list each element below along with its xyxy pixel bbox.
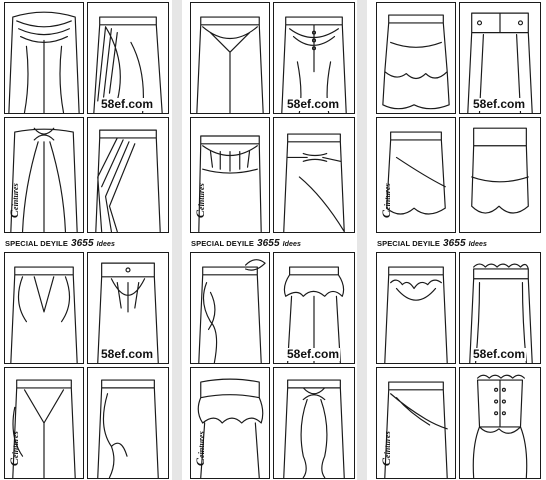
- watermark: 58ef.com: [100, 97, 155, 111]
- gutter: [357, 0, 367, 480]
- skirt-sketch-asym-wrap: 58ef.com: [87, 2, 169, 114]
- skirt-sketch-pleated-cascade: [87, 117, 169, 233]
- skirt-sketch-knot-wrap: [273, 117, 355, 233]
- skirt-sketch-draped-waist: [4, 2, 84, 114]
- skirt-sketch-ruffle-wrap: Ceintures: [376, 367, 456, 479]
- vertical-label: Ceintures: [193, 183, 207, 218]
- skirt-sketch-peplum-pencil: 58ef.com: [273, 252, 355, 364]
- watermark: 58ef.com: [286, 347, 341, 361]
- skirt-sketch-ruched-waist: Ceintures: [190, 117, 270, 233]
- skirt-sketch-bow-waist: Ceintures: [4, 117, 84, 233]
- skirt-sketch-ruffle-yoke: [376, 252, 456, 364]
- skirt-sketch-corset-ruffle: [459, 367, 541, 479]
- skirt-sketch-bow-sash-ruffle: [190, 252, 270, 364]
- vertical-label: Ceintures: [193, 431, 207, 466]
- skirt-sketch-tiered-ruffle: [376, 2, 456, 114]
- vertical-label: Ceintures: [379, 183, 393, 218]
- gutter: [172, 0, 182, 480]
- skirt-sketch-bow-front-cascade: [273, 367, 355, 479]
- skirt-sketch-asym-flounce: [87, 367, 169, 479]
- watermark: 58ef.com: [472, 347, 527, 361]
- skirt-sketch-ruffle-hem-wrap: Ceintures: [376, 117, 456, 233]
- watermark: 58ef.com: [100, 347, 155, 361]
- skirt-sketch-wide-belt-peplum: Ceintures: [190, 367, 270, 479]
- skirt-sketch-buttoned-high-waist: 58ef.com: [459, 2, 541, 114]
- skirt-sketch-point-panel: Ceintures: [4, 367, 84, 479]
- skirt-sketch-draped-pocket: [4, 252, 84, 364]
- vertical-label: Ceintures: [7, 431, 21, 466]
- skirt-sketch-buttoned-gathered: 58ef.com: [87, 252, 169, 364]
- skirt-sketch-gathered-front: [190, 2, 270, 114]
- vertical-label: Ceintures: [379, 431, 393, 466]
- skirt-sketch-ruffle-hem-pencil: [459, 117, 541, 233]
- watermark: 58ef.com: [286, 97, 341, 111]
- vertical-label: Ceintures: [7, 183, 21, 218]
- skirt-sketch-buttoned-ruched: 58ef.com: [273, 2, 355, 114]
- skirt-sketch-ruffle-waist-pencil: 58ef.com: [459, 252, 541, 364]
- watermark: 58ef.com: [472, 97, 527, 111]
